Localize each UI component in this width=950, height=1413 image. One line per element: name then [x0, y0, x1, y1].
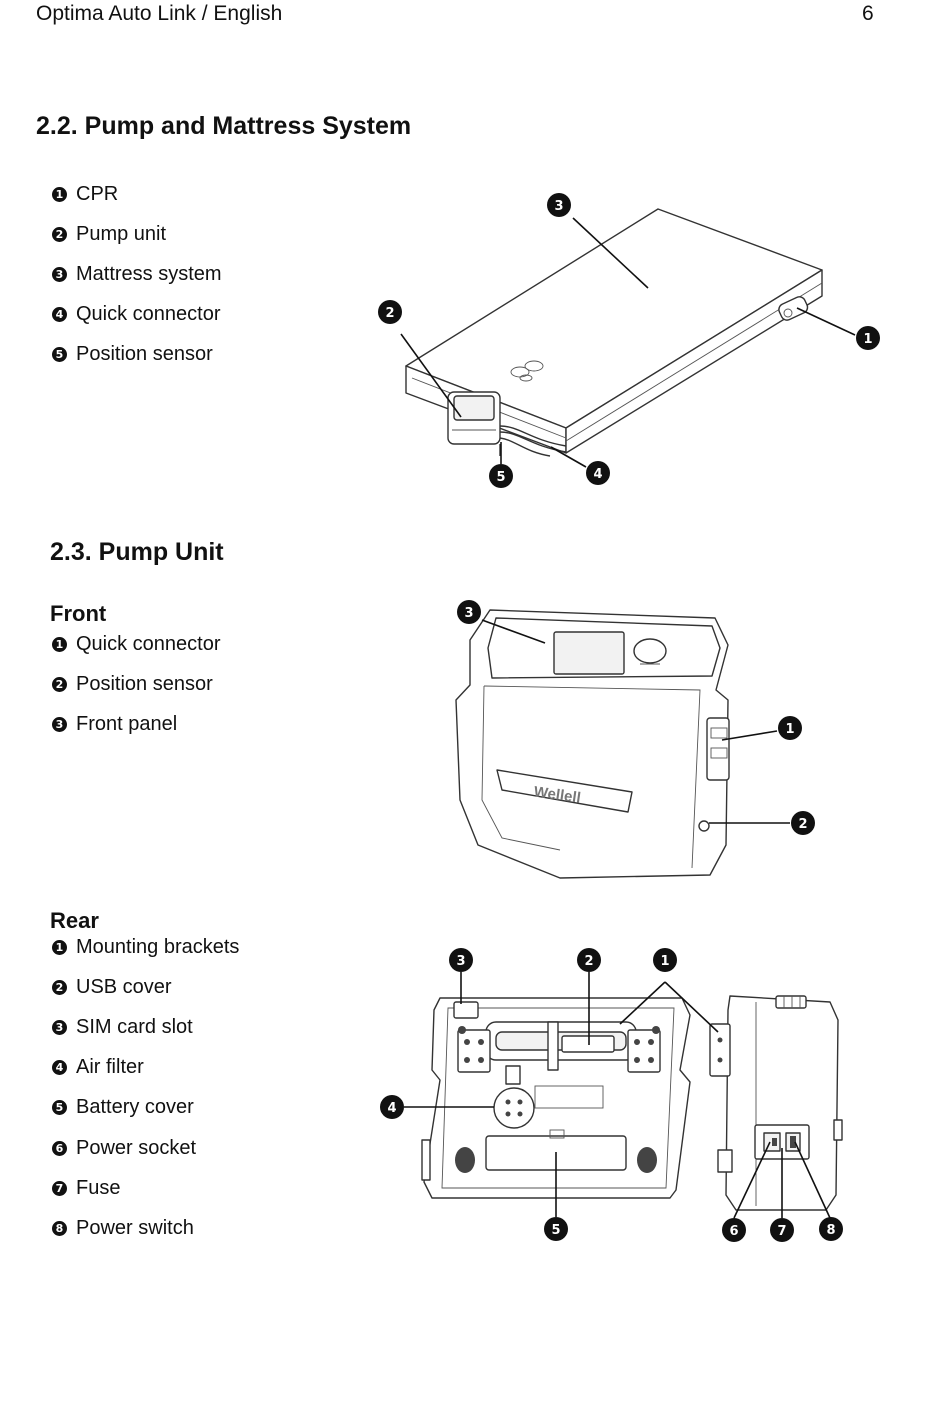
legend-item: 6 Power socket [52, 1128, 239, 1168]
callout-number: 4 [52, 1060, 67, 1076]
legend-label: SIM card slot [76, 1015, 193, 1038]
legend-item: 3 SIM card slot [52, 1007, 239, 1047]
running-header: Optima Auto Link / English [36, 2, 283, 25]
callout-2: 2 [385, 306, 394, 321]
legend-item: 3 Mattress system [52, 254, 222, 294]
legend-label: Pump unit [76, 222, 167, 245]
callout-number: 1 [52, 636, 67, 652]
callout-number: 4 [52, 306, 67, 322]
legend-label: Battery cover [76, 1096, 194, 1119]
legend-item: 1 Quick connector [52, 624, 221, 664]
callout-3: 3 [554, 199, 563, 214]
brand-logo: Wellell [533, 783, 582, 806]
legend-item: 5 Battery cover [52, 1088, 239, 1128]
legend-item: 1 CPR [52, 174, 222, 214]
callout-8: 8 [826, 1223, 835, 1238]
legend-label: Fuse [76, 1176, 121, 1199]
callout-number: 5 [52, 346, 67, 362]
legend-label: Front panel [76, 712, 178, 735]
callout-5: 5 [496, 470, 505, 485]
page-number: 6 [862, 2, 874, 25]
legend-item: 2 Position sensor [52, 664, 221, 704]
callout-number: 6 [52, 1140, 67, 1156]
callout-number: 8 [52, 1220, 67, 1236]
callout-number: 5 [52, 1100, 67, 1116]
callout-2: 2 [798, 817, 807, 832]
callout-5: 5 [551, 1223, 560, 1238]
section-title-pump-mattress: 2.2. Pump and Mattress System [36, 112, 412, 140]
legend-item: 1 Mounting brackets [52, 927, 239, 967]
legend-item: 4 Air filter [52, 1048, 239, 1088]
legend-item: 5 Position sensor [52, 334, 222, 374]
legend-label: USB cover [76, 975, 172, 998]
subheading-front: Front [50, 601, 107, 626]
legend-item: 7 Fuse [52, 1168, 239, 1208]
callout-number: 2 [52, 979, 67, 995]
callout-4: 4 [593, 467, 602, 482]
callout-number: 2 [52, 676, 67, 692]
legend-label: Power socket [76, 1136, 197, 1159]
callout-7: 7 [777, 1224, 786, 1239]
legend-label: Quick connector [76, 632, 221, 655]
legend-label: Air filter [76, 1056, 144, 1079]
section-title-pump-unit: 2.3. Pump Unit [50, 538, 224, 566]
legend-label: Mattress system [76, 262, 222, 285]
callout-number: 3 [52, 1019, 67, 1035]
callout-2: 2 [584, 954, 593, 969]
callout-number: 1 [52, 939, 67, 955]
callout-4: 4 [387, 1101, 396, 1116]
callout-1: 1 [660, 954, 669, 969]
legend-item: 2 Pump unit [52, 214, 222, 254]
front-legend: 1 Quick connector 2 Position sensor 3 Front… [52, 624, 221, 744]
legend-label: Position sensor [76, 672, 213, 695]
legend-label: Position sensor [76, 342, 213, 365]
callout-number: 3 [52, 266, 67, 282]
legend-label: Mounting brackets [76, 935, 240, 958]
legend-label: Power switch [76, 1216, 194, 1239]
callout-6: 6 [729, 1224, 738, 1239]
legend-label: CPR [76, 182, 119, 205]
callout-1: 1 [785, 722, 794, 737]
legend-item: 2 USB cover [52, 967, 239, 1007]
pump-mattress-legend: 1 CPR 2 Pump unit 3 Mattress system 4 Quick … [52, 174, 222, 374]
legend-item: 3 Front panel [52, 704, 221, 744]
rear-legend: 1 Mounting brackets 2 USB cover 3 SIM card … [52, 927, 239, 1249]
callout-number: 3 [52, 716, 67, 732]
callout-number: 1 [52, 186, 67, 202]
legend-item: 4 Quick connector [52, 294, 222, 334]
callout-1: 1 [863, 332, 872, 347]
subheading-rear: Rear [50, 908, 99, 933]
legend-label: Quick connector [76, 302, 221, 325]
callout-3: 3 [464, 606, 473, 621]
legend-item: 8 Power switch [52, 1208, 239, 1248]
callout-number: 2 [52, 226, 67, 242]
callout-number: 7 [52, 1180, 67, 1196]
callout-3: 3 [456, 954, 465, 969]
